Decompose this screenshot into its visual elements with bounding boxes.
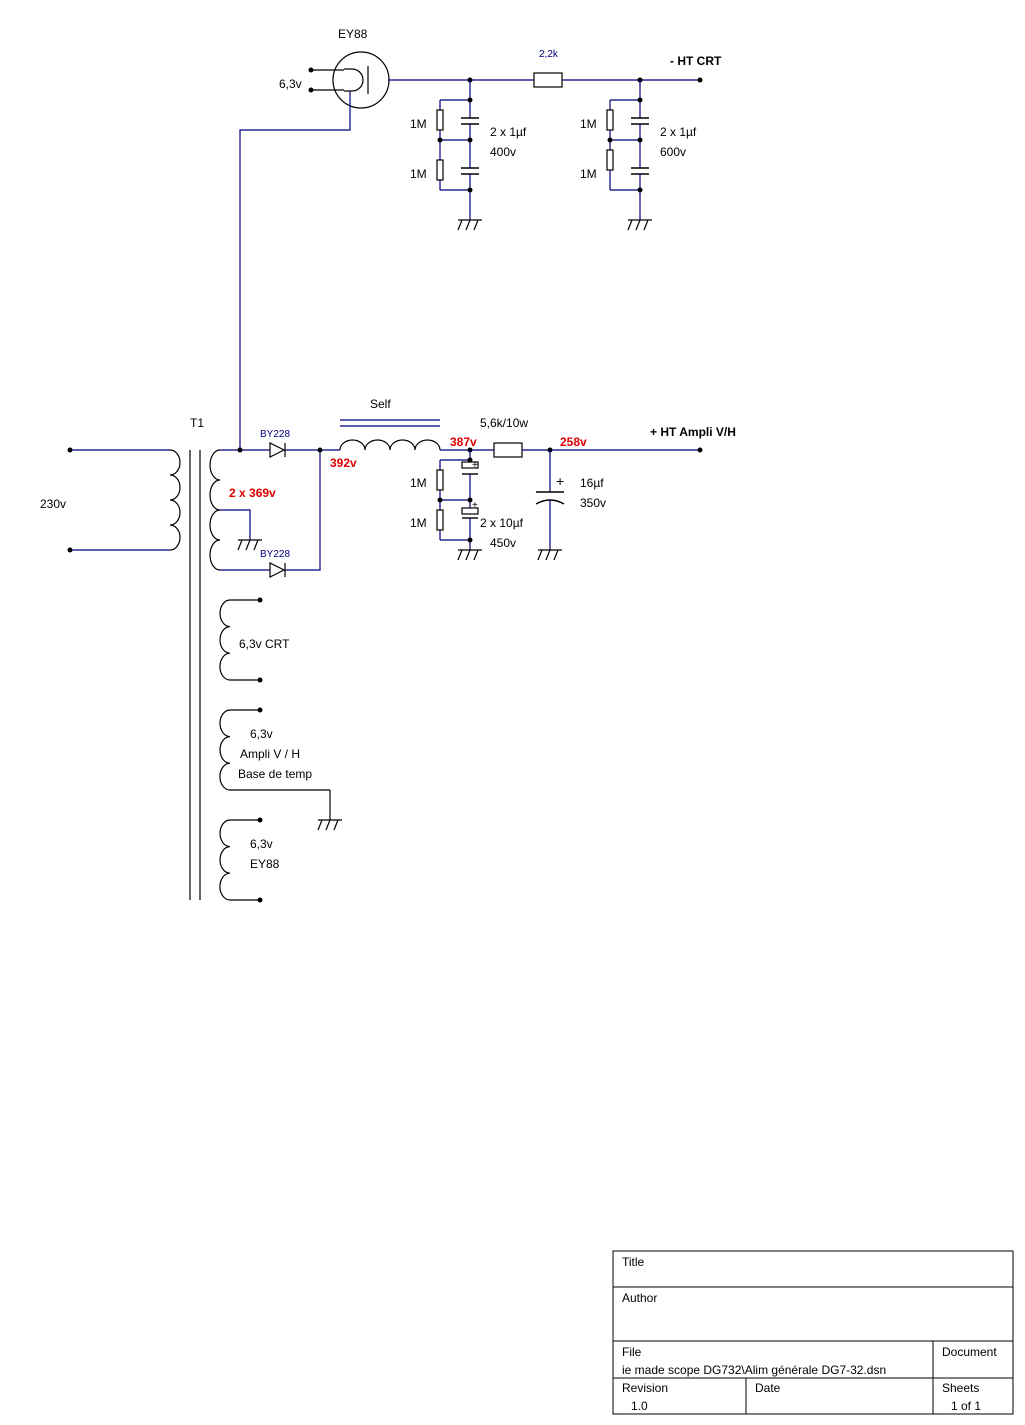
voltage-258-label: 258v — [560, 435, 587, 449]
resistor-2k2 — [533, 72, 563, 88]
choke-self: Self 387v — [339, 397, 494, 453]
capacitor-voltage-label: 350v — [580, 496, 606, 510]
winding-ampli-voltage: 6,3v — [250, 727, 273, 741]
winding-ey88-voltage: 6,3v — [250, 837, 273, 851]
capacitor-value-label: 2 x 1µf — [660, 125, 697, 139]
ground-icon — [457, 549, 482, 561]
ground-icon — [317, 819, 342, 831]
hv-secondary-winding: 2 x 369v — [209, 447, 276, 571]
capacitor-value-label: 2 x 10µf — [480, 516, 524, 530]
resistor-5k6 — [493, 442, 523, 458]
winding-ampli-label: Ampli V / H — [240, 747, 300, 761]
winding-ey88-label: EY88 — [250, 857, 280, 871]
capacitor-voltage-label: 600v — [660, 145, 686, 159]
sheets-value: 1 of 1 — [951, 1399, 981, 1413]
resistor-1m-label: 1M — [410, 167, 427, 181]
capacitor-voltage-label: 450v — [490, 536, 516, 550]
ey88-label: EY88 — [338, 27, 368, 41]
document-label: Document — [942, 1345, 997, 1359]
transformer-t1: T1 230v 2 x 369v — [40, 416, 342, 903]
cathode-wire — [239, 91, 351, 450]
winding-ey88-heater: 6,3v EY88 — [219, 817, 280, 903]
author-label: Author — [622, 1291, 657, 1305]
revision-value: 1.0 — [631, 1399, 648, 1413]
file-label: File — [622, 1345, 642, 1359]
revision-label: Revision — [622, 1381, 668, 1395]
ht-ampli-line: 5,6k/10w 258v + HT Ampli V/H + 16µf 350v — [480, 416, 736, 561]
winding-ampli-label: Base de temp — [238, 767, 312, 781]
hv-secondary-voltage-label: 2 x 369v — [229, 486, 276, 500]
resistor-1m-label: 1M — [580, 167, 597, 181]
ht-ampli-label: + HT Ampli V/H — [650, 425, 736, 439]
ground-icon — [457, 219, 482, 231]
ground-icon — [537, 549, 562, 561]
resistor-2k2-label: 2,2k — [539, 49, 559, 60]
voltage-387-label: 387v — [450, 435, 477, 449]
ground-icon — [237, 539, 262, 551]
ground-icon — [627, 219, 652, 231]
resistor-1m-label: 1M — [410, 476, 427, 490]
winding-ampli-heater: 6,3v Ampli V / H Base de temp — [219, 707, 342, 831]
title-label: Title — [622, 1255, 645, 1269]
ht-crt-line: 2,2k - HT CRT — [388, 49, 722, 88]
self-label: Self — [370, 397, 391, 411]
winding-crt-label: 6,3v CRT — [239, 637, 290, 651]
transformer-label: T1 — [190, 416, 204, 430]
resistor-1m-label: 1M — [410, 516, 427, 530]
diode-by228-top: BY228 — [260, 429, 340, 458]
filter-bank-400v: 1M 1M 2 x 1µf 400v — [410, 80, 527, 231]
voltage-392-label: 392v — [330, 456, 357, 470]
polarity-plus: + — [472, 500, 478, 511]
heater-voltage-label: 6,3v — [279, 77, 302, 91]
diode-label: BY228 — [260, 429, 290, 440]
primary-winding: 230v — [40, 447, 181, 553]
diode-label: BY228 — [260, 549, 290, 560]
filter-bank-450v: + + 1M 1M 2 x 10µf 450v — [410, 450, 524, 561]
file-value: ie made scope DG732\Alim générale DG7-32… — [622, 1363, 886, 1377]
capacitor-value-label: 16µf — [580, 476, 604, 490]
polarity-plus: + — [472, 460, 478, 471]
sheets-label: Sheets — [942, 1381, 979, 1395]
capacitor-voltage-label: 400v — [490, 145, 516, 159]
resistor-5k6-label: 5,6k/10w — [480, 416, 528, 430]
capacitor-value-label: 2 x 1µf — [490, 125, 527, 139]
resistor-1m-label: 1M — [580, 117, 597, 131]
filter-bank-600v: 1M 1M 2 x 1µf 600v — [580, 80, 697, 231]
polarity-plus: + — [556, 473, 564, 489]
ht-crt-label: - HT CRT — [670, 54, 722, 68]
winding-crt-heater: 6,3v CRT — [219, 597, 290, 683]
mains-voltage-label: 230v — [40, 497, 66, 511]
title-block: Title Author File ie made scope DG732\Al… — [612, 1250, 1014, 1415]
resistor-1m-label: 1M — [410, 117, 427, 131]
ey88-tube: EY88 6,3v — [279, 27, 390, 109]
date-label: Date — [755, 1381, 781, 1395]
diode-by228-bottom: BY228 — [260, 447, 323, 578]
